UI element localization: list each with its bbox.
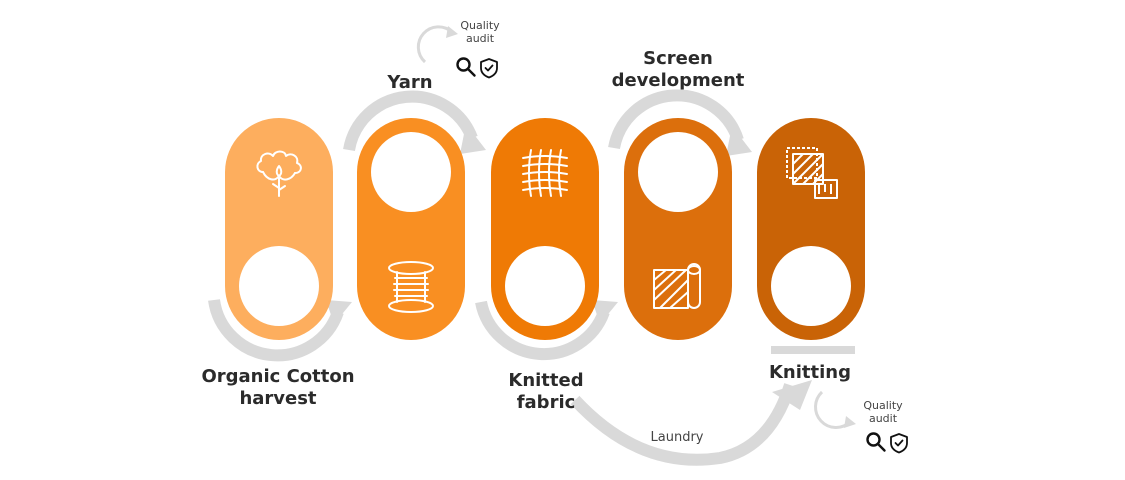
stage-hole	[638, 132, 718, 212]
stage-pill-organic-cotton	[225, 118, 333, 340]
stage-pill-knitting	[757, 118, 865, 340]
yarn-spool-icon	[388, 261, 434, 313]
arrowhead-1	[326, 300, 352, 324]
arrowhead-3	[592, 300, 618, 324]
arrowhead-4	[726, 126, 752, 156]
label-laundry: Laundry	[650, 430, 704, 445]
label-screen-line2: development	[611, 70, 745, 91]
label-yarn: Yarn	[387, 72, 433, 93]
qa-arrowhead-1	[446, 26, 458, 38]
arrowhead-2	[460, 124, 486, 154]
woven-fabric-icon	[522, 149, 568, 197]
magnifier-icon	[456, 57, 476, 77]
label-knitted-line1: Knitted	[508, 370, 584, 391]
stage-pill-yarn	[357, 118, 465, 340]
label-knitting: Knitting	[768, 362, 851, 383]
stage-hole	[505, 246, 585, 326]
arrow-screen-to-knitting	[608, 89, 744, 150]
shield-check-icon	[480, 58, 498, 79]
label-quality-audit-2: Quality audit	[863, 399, 903, 425]
arrow-yarn-to-knitted	[343, 90, 478, 152]
label-screen-development: Screen development	[600, 48, 756, 92]
arrow-knitted-to-screen	[475, 300, 610, 361]
label-organic-cotton-harvest: Organic Cotton harvest	[190, 366, 366, 410]
shield-check-icon	[890, 433, 908, 454]
fabric-roll-icon	[653, 263, 701, 309]
label-organic-line2: harvest	[239, 388, 317, 409]
magnifier-icon	[866, 432, 886, 452]
qa-arrowhead-2	[844, 416, 856, 428]
label-knitted-fabric: Knitted fabric	[496, 370, 596, 414]
arrow-laundry	[570, 383, 796, 466]
label-knitted-line2: fabric	[516, 392, 576, 413]
stage-pill-screen-development	[624, 118, 732, 340]
qa-arrow-1	[416, 25, 454, 64]
arrow-harvest-to-yarn	[208, 299, 344, 362]
arrowhead-laundry	[772, 380, 812, 410]
fabric-swatch-icon	[786, 147, 838, 199]
stage-hole	[771, 246, 851, 326]
label-screen-line1: Screen	[643, 48, 713, 69]
qa-arrow-2	[814, 390, 852, 429]
label-organic-line1: Organic Cotton	[201, 366, 355, 387]
label-quality-audit-1: Quality audit	[460, 19, 500, 45]
stage-pill-knitted-fabric	[491, 118, 599, 340]
cotton-flower-icon	[256, 150, 302, 197]
stage-hole	[371, 132, 451, 212]
stage-hole	[239, 246, 319, 326]
knitting-base-bar	[771, 346, 855, 354]
